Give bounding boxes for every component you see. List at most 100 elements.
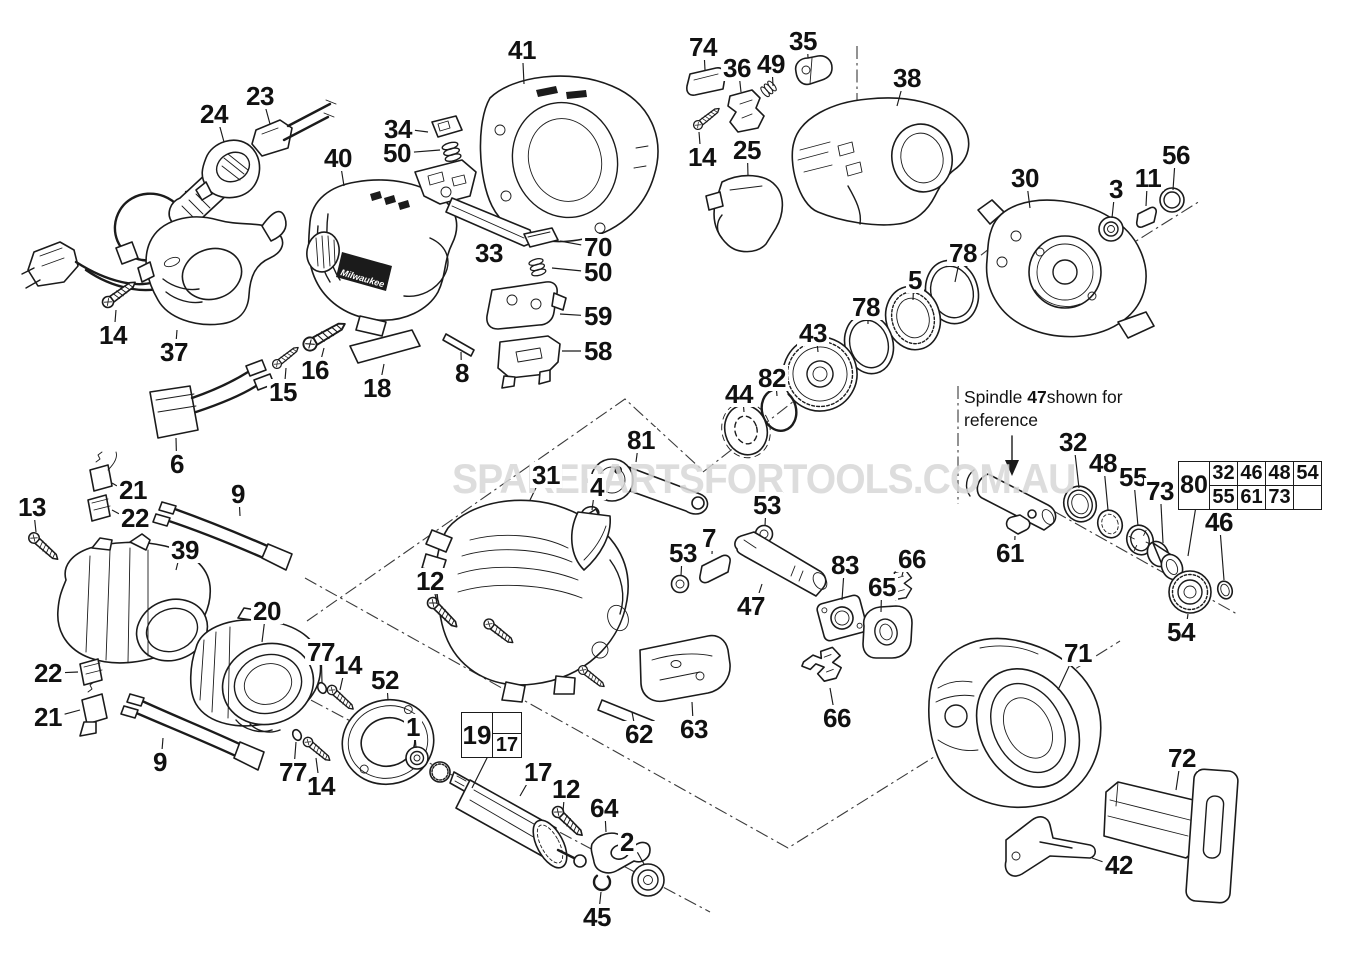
- leader-line-23-1: [265, 108, 271, 125]
- crank-81: [570, 458, 709, 571]
- part-label-44-33: 44: [723, 379, 755, 409]
- seal-56: [1159, 187, 1185, 213]
- part-label-13-37: 13: [16, 492, 48, 522]
- inset-table-cell: 17: [492, 733, 522, 758]
- nameplate-18: [349, 329, 421, 364]
- part-label-77-64: 77: [277, 757, 309, 787]
- leader-line-21-35: [111, 482, 118, 487]
- leader-line-64-71: [604, 820, 607, 833]
- leader-line-15-25: [284, 367, 287, 380]
- part-label-43-31: 43: [797, 318, 829, 348]
- leader-line-24-0: [219, 126, 225, 143]
- brush-22b: [79, 658, 103, 686]
- leader-line-9-66: [161, 737, 164, 750]
- part-label-70-18: 70: [582, 232, 614, 262]
- leader-line-63-75: [691, 701, 694, 717]
- lever-42: [1004, 816, 1097, 877]
- leader-line-47-46: [758, 583, 763, 595]
- cord-connector-24: [195, 139, 261, 201]
- part-label-35-8: 35: [787, 26, 819, 56]
- leader-line-83-47: [841, 577, 845, 601]
- leader-line-74-5: [703, 59, 706, 71]
- leader-line-54-56: [1186, 613, 1189, 620]
- part-label-6-34: 6: [168, 449, 186, 479]
- part-label-36-6: 36: [721, 53, 753, 83]
- leader-line-46-55: [1219, 534, 1225, 581]
- note-text-2: shown for: [1046, 387, 1123, 407]
- part-label-25-11: 25: [731, 135, 763, 165]
- part-label-9-38: 9: [229, 479, 247, 509]
- part-label-66-49: 66: [896, 544, 928, 574]
- washer-77a: [316, 681, 328, 695]
- leader-line-1-63: [414, 739, 417, 749]
- part-label-31-40: 31: [530, 460, 562, 490]
- part-label-78-30: 78: [850, 292, 882, 322]
- part-label-77-60: 77: [305, 637, 337, 667]
- brush-22a: [87, 494, 111, 522]
- part-label-73-54: 73: [1144, 476, 1176, 506]
- leader-line-53-45: [680, 565, 683, 577]
- part-label-30-12: 30: [1009, 163, 1041, 193]
- part-label-42-78: 42: [1103, 850, 1135, 880]
- part-label-66-76: 66: [821, 703, 853, 733]
- inset-table-key: 19: [461, 712, 493, 758]
- part-label-53-43: 53: [751, 490, 783, 520]
- ref-table-cell-1-2: 73: [1265, 485, 1294, 510]
- leader-line-66-76: [829, 687, 834, 706]
- leader-line-3-13: [1111, 201, 1115, 219]
- block-65: [862, 605, 913, 659]
- leader-line-4-41: [591, 499, 594, 511]
- part-label-58-21: 58: [582, 336, 614, 366]
- field-coil-20: [189, 607, 322, 733]
- part-label-45-73: 45: [581, 902, 613, 932]
- part-label-37-24: 37: [158, 337, 190, 367]
- handle-37: [137, 210, 287, 326]
- leader-line-50-19: [551, 267, 582, 272]
- leader-line-14-23: [114, 309, 117, 323]
- part-label-71-57: 71: [1062, 638, 1094, 668]
- leader-line-30-12: [1027, 190, 1031, 209]
- leader-line-73-54: [1160, 503, 1164, 544]
- ref-table-cell-1-0: 55: [1209, 485, 1238, 510]
- housing-cover-41: [479, 75, 659, 243]
- leader-line-11-14: [1145, 190, 1148, 207]
- part-label-18-27: 18: [361, 373, 393, 403]
- leader-line-62-74: [631, 711, 635, 722]
- brush-assembly-21b: [79, 681, 108, 737]
- leader-line-14-65: [315, 757, 319, 774]
- pin-8: [442, 333, 475, 357]
- part-label-15-25: 15: [267, 377, 299, 407]
- part-label-59-20: 59: [582, 301, 614, 331]
- ref-table-key: 80: [1178, 461, 1210, 510]
- part-label-39-39: 39: [169, 535, 201, 565]
- brush-assembly-21a: [89, 451, 117, 492]
- motor-housing-40: Milwaukee: [306, 179, 458, 337]
- part-label-33-17: 33: [473, 238, 505, 268]
- spindle-47: [734, 531, 828, 597]
- leader-line-20-58: [261, 623, 265, 643]
- part-label-8-22: 8: [453, 358, 471, 388]
- block-34: [431, 115, 463, 138]
- bracket-58: [497, 335, 561, 389]
- leader-line-14-10: [698, 131, 701, 145]
- part-label-78-28: 78: [947, 238, 979, 268]
- part-label-40-16: 40: [322, 143, 354, 173]
- part-label-3-13: 3: [1107, 174, 1125, 204]
- part-label-21-35: 21: [117, 475, 149, 505]
- ref-table-cell-1-3: [1293, 485, 1322, 510]
- part-label-41-4: 41: [506, 35, 538, 65]
- leader-line-40-16: [340, 170, 345, 187]
- pin-7: [699, 554, 731, 584]
- wire-harness-6: [149, 359, 275, 439]
- leader-line-12-59: [434, 593, 438, 605]
- part-label-1-63: 1: [404, 712, 422, 742]
- spindle-reference-inset: [965, 435, 1057, 535]
- part-label-14-65: 14: [305, 771, 337, 801]
- clip-36: [727, 89, 765, 133]
- leader-line-50-3: [413, 149, 441, 153]
- wires-9a: [152, 501, 293, 571]
- part-label-63-75: 63: [678, 714, 710, 744]
- retaining-clip-45: [592, 872, 612, 892]
- ring-46: [1216, 580, 1234, 600]
